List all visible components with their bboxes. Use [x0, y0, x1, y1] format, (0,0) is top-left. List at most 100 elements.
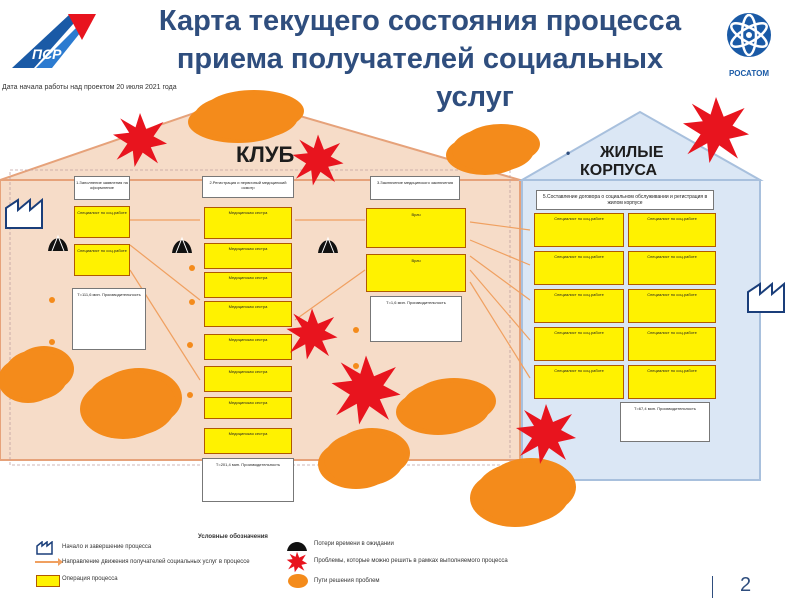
rosatom-logo-text: РОСАТОМ [729, 69, 769, 78]
club-label: КЛУБ [236, 142, 295, 167]
problem-burst-icon [516, 404, 576, 464]
solution-cloud-left-2 [86, 372, 176, 436]
operation-specialist-label: Специалист по соц.работе [554, 330, 604, 335]
operation-nurse-label: Медицинская сестра [228, 275, 268, 280]
stage-5-summary: Т=67,4 мин. Производительность [620, 402, 710, 442]
operation-nurse-label: Медицинская сестра [228, 431, 268, 436]
stage-3-operation-2: Врач [366, 254, 466, 292]
operation-doctor-label: Врач [411, 258, 421, 263]
legend-time-loss-icon [287, 542, 307, 551]
problem-burst-icon [331, 355, 401, 425]
resid-op-5-right: Специалист по соц.работе [628, 365, 716, 399]
title-line-2: приема получателей социальных [176, 43, 664, 75]
title-line-3: услуг [436, 81, 514, 113]
legend-solution-icon [288, 574, 308, 588]
title-line-1: Карта текущего состояния процесса [158, 5, 682, 37]
operation-specialist-label: Специалист по соц.работе [647, 368, 697, 373]
residential-label-line1: ЖИЛЫЕ [600, 144, 664, 161]
problem-burst-icon [292, 134, 344, 186]
operation-doctor-label: Врач [411, 212, 421, 217]
operation-specialist-label: Специалист по соц.работе [554, 292, 604, 297]
legend-start-end-icon [36, 541, 53, 555]
operation-specialist-label: Специалист по соц.работе [77, 248, 127, 253]
stage-2-operation-5: Медицинская сестра [204, 334, 292, 360]
resid-op-5-left: Специалист по соц.работе [534, 365, 624, 399]
waiting-icon-2 [172, 236, 192, 254]
legend-solution-label: Пути решения проблем [314, 578, 380, 584]
factory-end-icon [747, 281, 785, 313]
stage-2-summary: Т=201,4 мин. Производительность [202, 458, 294, 502]
stage-5-header: 5.Составление договора о социальном обсл… [536, 190, 714, 210]
stage-2-operation-3: Медицинская сестра [204, 272, 292, 298]
resid-op-4-left: Специалист по соц.работе [534, 327, 624, 361]
solution-cloud-bottom [476, 462, 570, 524]
rosatom-logo: РОСАТОМ [714, 8, 784, 78]
operation-specialist-label: Специалист по соц.работе [647, 254, 697, 259]
operation-specialist-label: Специалист по соц.работе [77, 210, 127, 215]
footer-divider [712, 576, 713, 598]
operation-specialist-label: Специалист по соц.работе [647, 292, 697, 297]
psr-logo: ПСР [12, 10, 96, 68]
operation-specialist-label: Специалист по соц.работе [647, 216, 697, 221]
stage-3-operation-1: Врач [366, 208, 466, 248]
problem-burst-icon [683, 97, 749, 163]
stage-3-header: 3.Заключение медицинского заключения [370, 176, 460, 200]
legend-operation-swatch [36, 575, 60, 587]
operation-specialist-label: Специалист по соц.работе [554, 254, 604, 259]
resid-op-2-left: Специалист по соц.работе [534, 251, 624, 285]
resid-op-3-right: Специалист по соц.работе [628, 289, 716, 323]
solution-cloud-right-top [452, 128, 534, 172]
legend-problem-label: Проблемы, которые можно решить в рамках … [314, 558, 508, 564]
operation-nurse-label: Медицинская сестра [228, 337, 268, 342]
solution-cloud-left [4, 350, 68, 400]
operation-nurse-label: Медицинская сестра [228, 369, 268, 374]
bullet-icon: • [566, 146, 571, 160]
legend-start-end-label: Начало и завершение процесса [62, 544, 152, 550]
resid-op-2-right: Специалист по соц.работе [628, 251, 716, 285]
project-start-date: Дата начала работы над проектом 20 июля … [2, 84, 177, 91]
legend-direction-arrow-icon [35, 558, 63, 566]
page-number: 2 [740, 574, 752, 596]
psr-logo-text: ПСР [32, 46, 62, 62]
operation-nurse-label: Медицинская сестра [228, 246, 268, 251]
stage-2-operation-4: Медицинская сестра [204, 301, 292, 327]
resid-op-4-right: Специалист по соц.работе [628, 327, 716, 361]
problem-burst-icon [286, 308, 338, 360]
stage-2-operation-6: Медицинская сестра [204, 366, 292, 392]
stage-3-summary: Т=1,6 мин. Производительность [370, 296, 462, 342]
waiting-icon-3 [318, 236, 338, 254]
stage-1-header: 1.Заполнение заявления на оформление [74, 176, 130, 200]
stage-2-operation-8: Медицинская сестра [204, 428, 292, 454]
stage-1-operation-2: Специалист по соц.работе [74, 244, 130, 276]
solution-cloud-top [194, 94, 298, 140]
operation-nurse-label: Медицинская сестра [228, 400, 268, 405]
operation-specialist-label: Специалист по соц.работе [554, 368, 604, 373]
stage-2-operation-1: Медицинская сестра [204, 207, 292, 239]
operation-specialist-label: Специалист по соц.работе [554, 216, 604, 221]
atom-icon [727, 13, 771, 57]
problem-burst-icon [113, 113, 167, 167]
solution-cloud-mid [402, 382, 490, 432]
solution-cloud-center [324, 432, 404, 486]
stage-2-header: 2.Регистрация и первичный медицинский ос… [202, 176, 294, 198]
legend-title: Условные обозначения [198, 534, 268, 540]
legend-operation-label: Операция процесса [62, 576, 118, 582]
stage-1-operation-1: Специалист по соц.работе [74, 206, 130, 238]
resid-op-1-right: Специалист по соц.работе [628, 213, 716, 247]
operation-nurse-label: Медицинская сестра [228, 210, 268, 215]
operation-specialist-label: Специалист по соц.работе [647, 330, 697, 335]
stage-2-operation-2: Медицинская сестра [204, 243, 292, 269]
residential-label-line2: КОРПУСА [580, 162, 658, 179]
residential-label: • ЖИЛЫЕ КОРПУСА [566, 144, 664, 180]
factory-start-icon [5, 197, 43, 229]
legend-time-loss-label: Потери времени в ожидании [314, 541, 394, 547]
legend-direction-label: Направление движения получателей социаль… [62, 559, 250, 565]
stage-2-operation-7: Медицинская сестра [204, 397, 292, 419]
operation-nurse-label: Медицинская сестра [228, 304, 268, 309]
slide-title: Карта текущего состояния процесса приема… [120, 2, 720, 116]
resid-op-1-left: Специалист по соц.работе [534, 213, 624, 247]
legend-problem-icon [286, 551, 308, 573]
stage-1-summary: Т=111,6 мин. Производительность [72, 288, 146, 350]
resid-op-3-left: Специалист по соц.работе [534, 289, 624, 323]
